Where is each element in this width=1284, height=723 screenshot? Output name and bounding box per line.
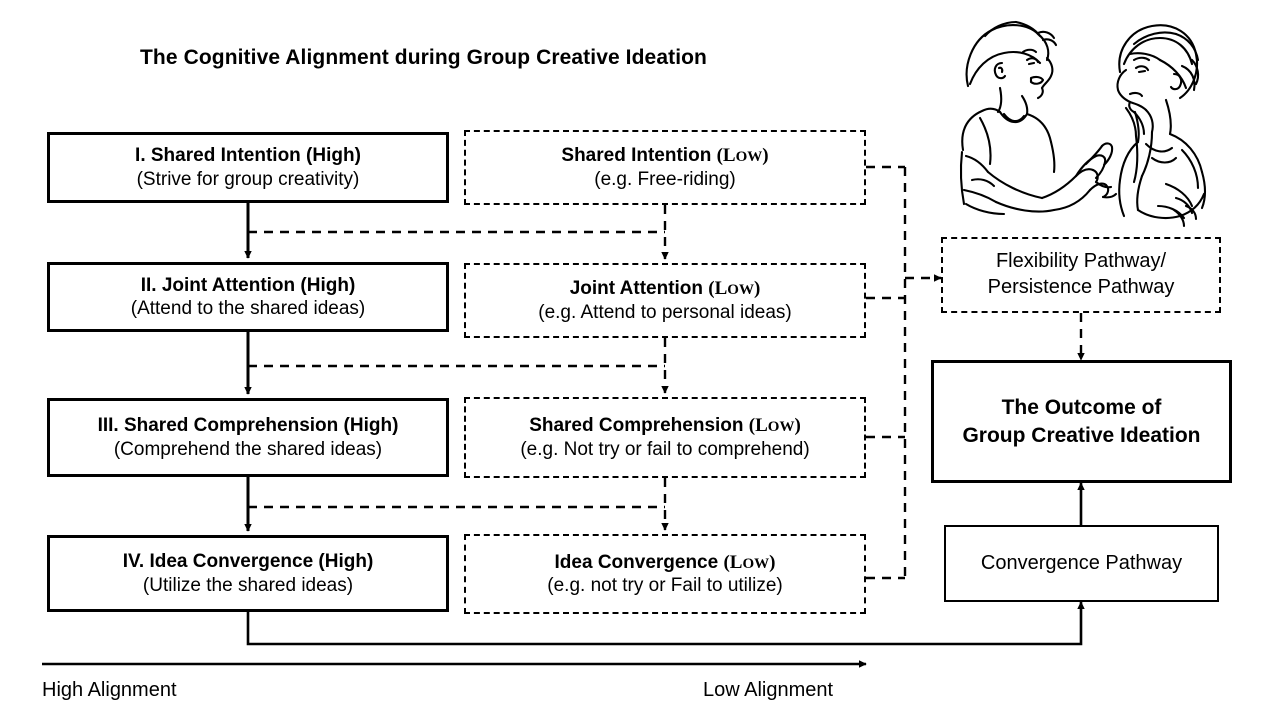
- outcome-line1: The Outcome of: [1001, 396, 1162, 420]
- high-box-1-subtitle: (Strive for group creativity): [136, 168, 360, 190]
- low-box-3-heading-qualifier: (LOW): [748, 415, 801, 437]
- persistence-pathway-line2: Persistence Pathway: [987, 276, 1175, 298]
- low-box-3-heading-main: Shared Comprehension: [529, 415, 744, 437]
- flexibility-persistence-pathway-box[interactable]: Flexibility Pathway/ Persistence Pathway: [941, 237, 1221, 313]
- low-box-shared-intention[interactable]: Shared Intention (LOW) (e.g. Free-riding…: [464, 130, 866, 205]
- convergence-pathway-label: Convergence Pathway: [980, 551, 1183, 574]
- low-box-4-heading-qualifier: (LOW): [723, 551, 776, 573]
- outcome-line2: Group Creative Ideation: [962, 423, 1201, 447]
- low-box-1-heading-qualifier: (LOW): [716, 145, 769, 167]
- convergence-pathway-box[interactable]: Convergence Pathway: [944, 525, 1219, 602]
- axis-label-low-alignment: Low Alignment: [703, 679, 834, 701]
- low-box-2-heading-qualifier: (LOW): [708, 278, 761, 300]
- low-box-2-heading: Joint Attention (LOW): [570, 277, 761, 300]
- low-box-joint-attention[interactable]: Joint Attention (LOW) (e.g. Attend to pe…: [464, 263, 866, 338]
- high-box-4-subtitle: (Utilize the shared ideas): [142, 574, 354, 596]
- low-box-shared-comprehension[interactable]: Shared Comprehension (LOW) (e.g. Not try…: [464, 397, 866, 478]
- low-box-1-heading-main: Shared Intention: [561, 145, 712, 167]
- low-box-4-heading: Idea Convergence (LOW): [555, 551, 776, 574]
- high-box-4-heading: IV. Idea Convergence (High): [122, 551, 374, 573]
- low-box-2-subtitle: (e.g. Attend to personal ideas): [538, 301, 792, 323]
- high-box-2-subtitle: (Attend to the shared ideas): [130, 298, 366, 319]
- low-box-3-heading: Shared Comprehension (LOW): [529, 414, 801, 437]
- low-box-4-heading-main: Idea Convergence: [554, 551, 719, 573]
- high-box-3-heading: III. Shared Comprehension (High): [97, 415, 399, 437]
- low-box-4-subtitle: (e.g. not try or Fail to utilize): [547, 575, 783, 596]
- high-box-3-subtitle: (Comprehend the shared ideas): [113, 438, 383, 460]
- low-box-1-subtitle: (e.g. Free-riding): [594, 168, 736, 190]
- low-box-idea-convergence[interactable]: Idea Convergence (LOW) (e.g. not try or …: [464, 534, 866, 614]
- low-box-2-heading-main: Joint Attention: [569, 278, 704, 300]
- high-box-shared-comprehension[interactable]: III. Shared Comprehension (High) (Compre…: [47, 398, 449, 477]
- high-box-shared-intention[interactable]: I. Shared Intention (High) (Strive for g…: [47, 132, 449, 203]
- flexibility-pathway-line1: Flexibility Pathway/: [995, 250, 1167, 273]
- high-box-idea-convergence[interactable]: IV. Idea Convergence (High) (Utilize the…: [47, 535, 449, 612]
- low-box-1-heading: Shared Intention (LOW): [561, 144, 768, 167]
- figure-title: The Cognitive Alignment during Group Cre…: [140, 46, 707, 69]
- high-box-2-heading: II. Joint Attention (High): [140, 274, 356, 296]
- idea-convergence-to-convergence-pathway: [246, 601, 1085, 646]
- high-box-joint-attention[interactable]: II. Joint Attention (High) (Attend to th…: [47, 262, 449, 332]
- high-to-low-links: [248, 230, 665, 509]
- outcome-box[interactable]: The Outcome of Group Creative Ideation: [931, 360, 1232, 483]
- low-boxes-to-bus: [866, 165, 905, 580]
- high-box-1-heading: I. Shared Intention (High): [135, 145, 361, 167]
- two-people-conversing-line-art-icon: [959, 20, 1207, 228]
- low-box-3-subtitle: (e.g. Not try or fail to comprehend): [520, 438, 810, 460]
- axis-label-high-alignment: High Alignment: [42, 679, 177, 701]
